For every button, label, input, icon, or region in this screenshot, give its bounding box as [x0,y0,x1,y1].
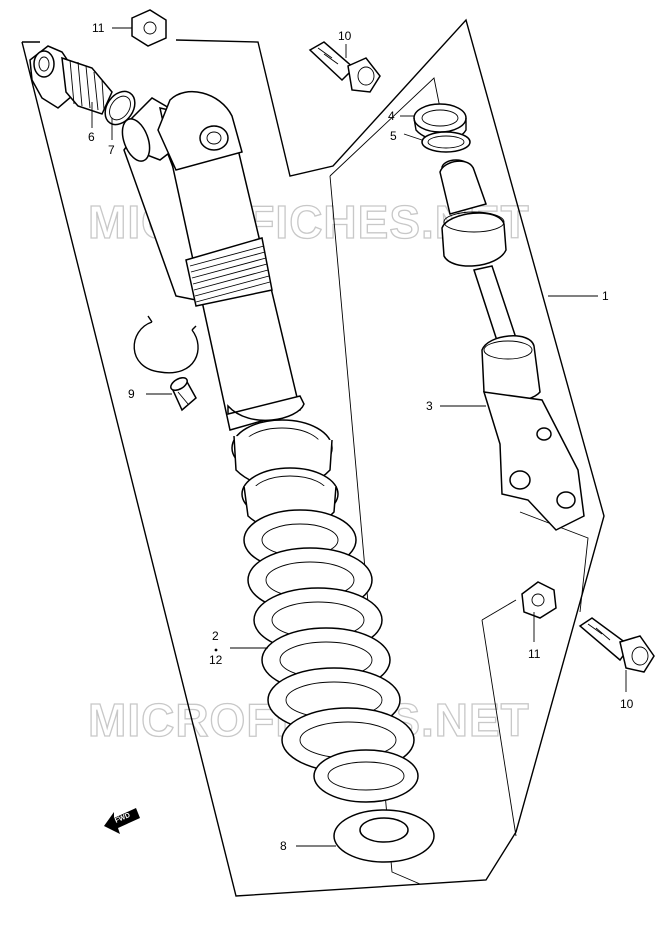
bolt-part-10-bottom [578,617,655,673]
leader-lines [91,27,627,847]
callout-9: 9 [128,387,135,401]
spring-seat-part-8 [333,809,435,863]
callout-3: 3 [426,399,433,413]
o-ring-part-5 [421,131,471,153]
callout-dot [214,648,218,652]
damper-body [157,91,305,431]
callout-7: 7 [108,143,115,157]
assembly-frame [21,18,605,897]
spring-adjuster-nuts [231,419,339,532]
callout-6: 6 [88,130,95,144]
callout-labels: 11 10 4 5 6 7 1 3 9 2 12 8 11 10 [88,21,634,853]
callout-8: 8 [280,839,287,853]
coil-spring-part-2 [243,509,419,803]
callout-5: 5 [390,129,397,143]
callout-4: 4 [388,109,395,123]
fwd-arrow-icon: FWD [104,808,140,834]
circlip [133,315,199,374]
lower-clevis-part-3 [481,335,585,531]
callout-11-bottom: 11 [528,647,541,661]
callout-10-top: 10 [338,29,352,43]
nut-part-11-top [131,9,167,47]
callout-1: 1 [602,289,609,303]
valve-cap-part-9 [170,377,197,412]
nut-part-11-bottom [521,581,557,619]
callout-2: 2 [212,629,219,643]
piston-rod-part-1 [439,159,521,357]
bolt-part-10-top [308,41,381,93]
callout-10-bottom: 10 [620,697,634,711]
adjuster-knob-part-6 [29,45,113,115]
callout-12: 12 [209,653,223,667]
callout-11-top: 11 [92,21,105,35]
o-ring-part-7 [104,90,136,126]
